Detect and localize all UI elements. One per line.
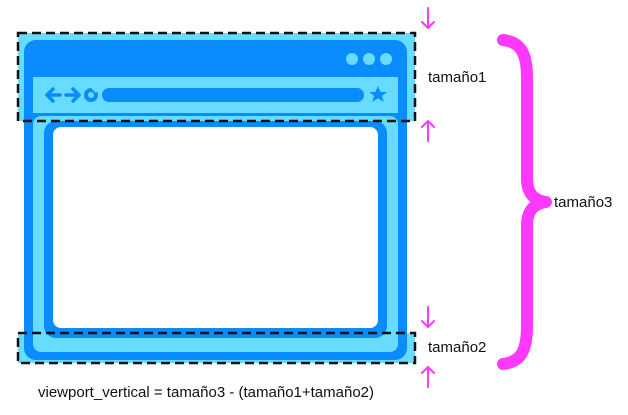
reload-icon [84,88,99,102]
star-icon [369,86,387,102]
arrow-down-icon [421,7,435,29]
arrow-up-icon [421,120,435,142]
tamano2-label: tamaño2 [428,339,487,356]
three-dots-icon [346,53,392,65]
tamano3-label: tamaño3 [554,194,613,211]
arrow-left-icon [45,87,62,103]
arrow-right-icon [64,87,81,103]
arrow-up-icon [421,366,435,388]
address-bar [102,88,364,102]
viewport-content [53,127,378,328]
arrow-down-icon [421,306,435,328]
tamano2-dashed-box [16,331,417,365]
tamano1-label: tamaño1 [428,69,487,86]
curly-brace-icon [497,34,552,370]
tamano1-dashed-box [16,31,417,123]
formula-text: viewport_vertical = tamaño3 - (tamaño1+t… [38,384,375,401]
